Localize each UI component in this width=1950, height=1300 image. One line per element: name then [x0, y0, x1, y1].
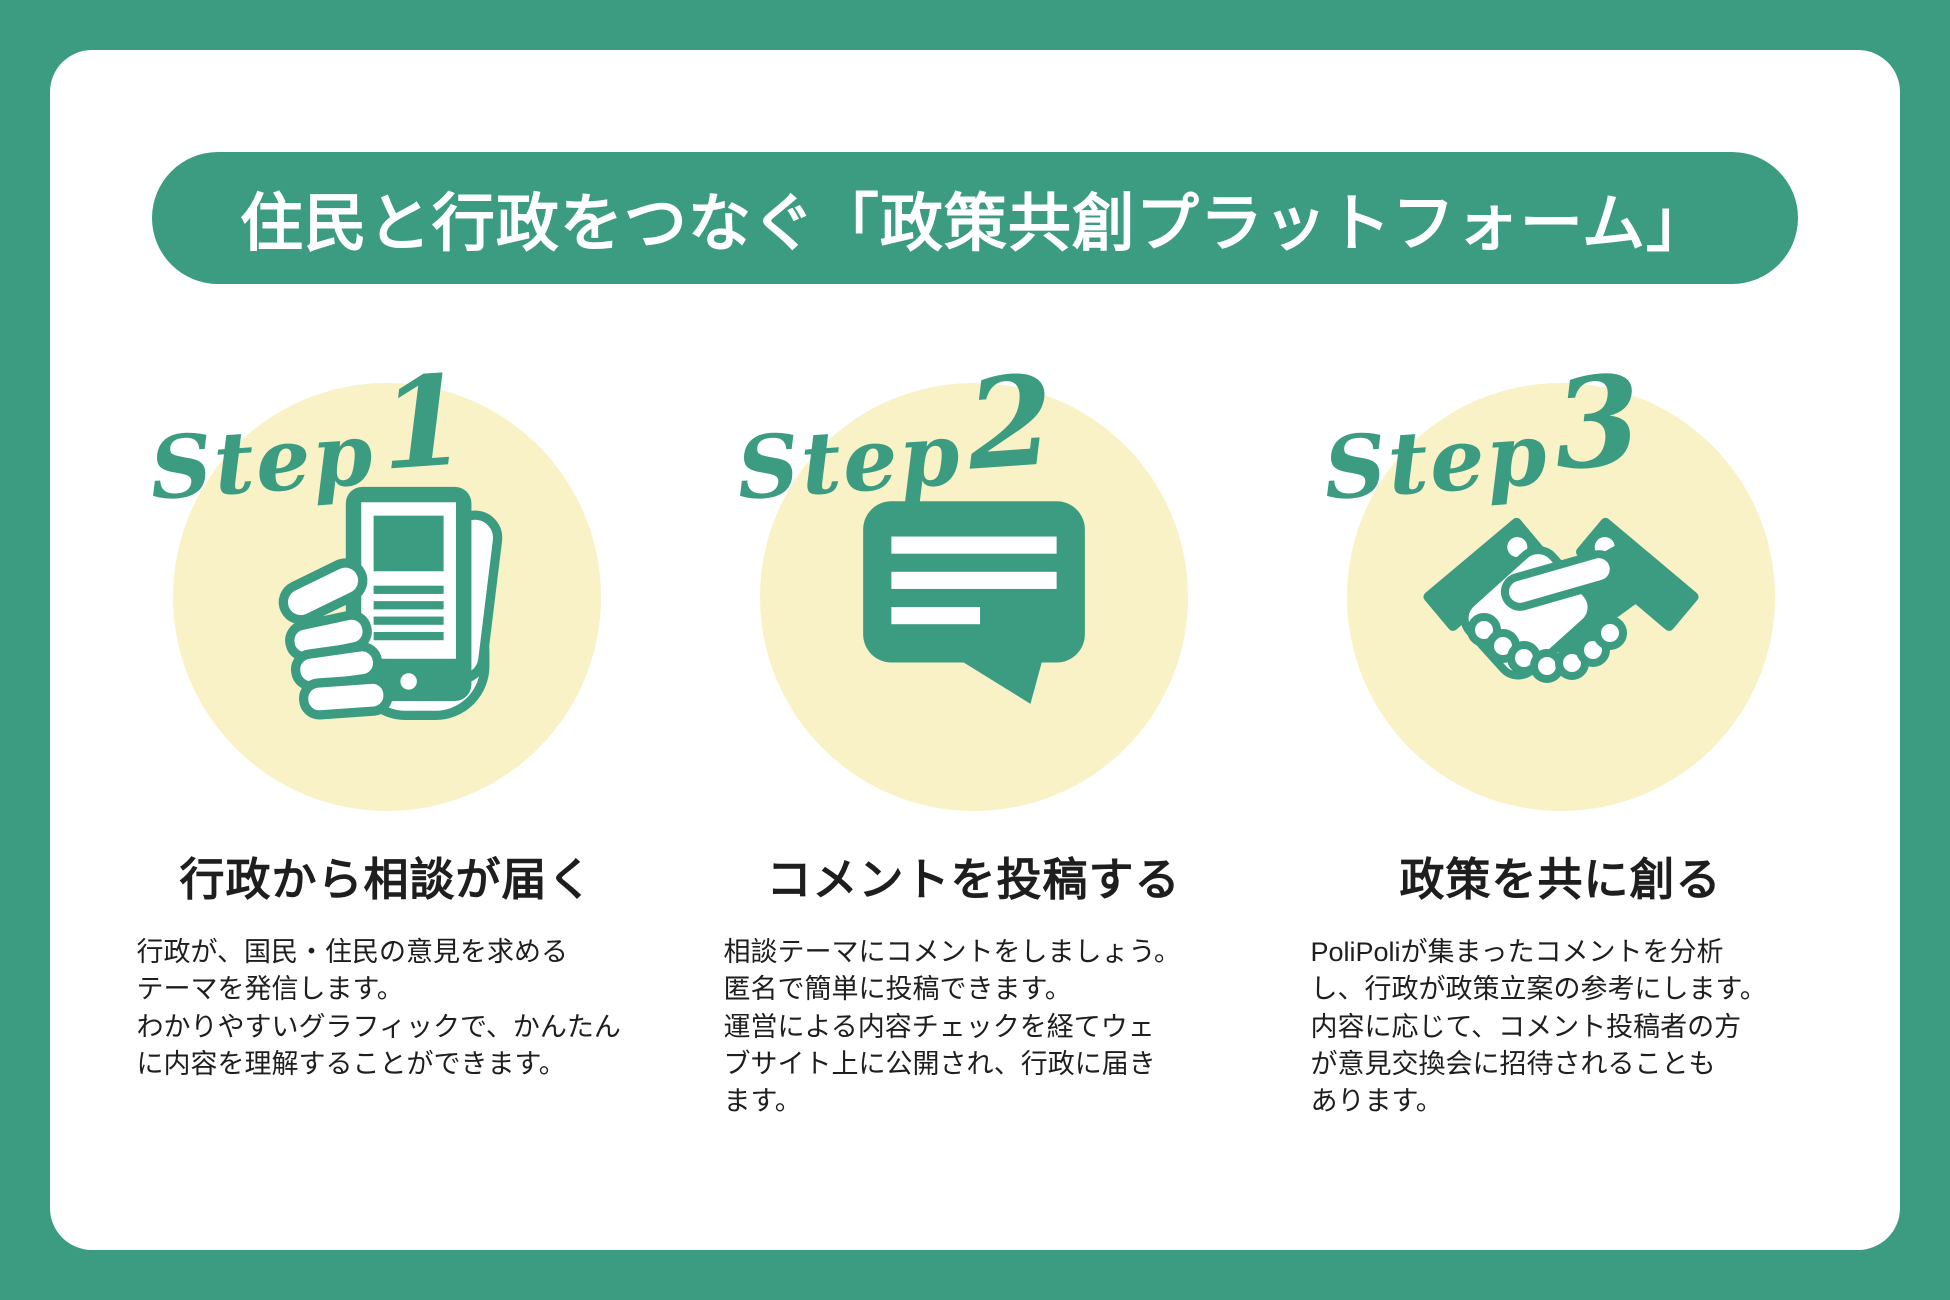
speech-bubble-icon — [862, 501, 1085, 704]
step-1-label-number: 1 — [375, 348, 472, 499]
step-2-label: Step2 — [730, 348, 1059, 520]
step-2-label-number: 2 — [962, 348, 1059, 499]
step-column-2: Step2 コメントを投稿する 相談テーマにコメントをしましょう。 匿名で簡単に… — [711, 345, 1236, 1120]
step-column-3: Step3 — [1298, 345, 1823, 1120]
page-title: 住民と行政をつなぐ「政策共創プラットフォーム」 — [239, 188, 1711, 259]
handshake-icon — [1422, 517, 1699, 683]
step-2-title: コメントを投稿する — [766, 854, 1181, 905]
step-1-title: 行政から相談が届く — [179, 854, 594, 905]
step-2-label-word: Step — [733, 403, 965, 520]
step-1-description: 行政が、国民・住民の意見を求める テーマを発信します。 わかりやすいグラフィック… — [136, 937, 621, 1079]
step-3-description: PoliPoliが集まったコメントを分析 し、行政が政策立案の参考にします。 内… — [1310, 937, 1767, 1116]
step-3-title: 政策を共に創る — [1399, 854, 1722, 905]
step-3-label: Step3 — [1317, 348, 1646, 520]
header-pill: 住民と行政をつなぐ「政策共創プラットフォーム」 — [152, 152, 1798, 284]
step-1-label: Step1 — [143, 348, 472, 520]
content-card: 住民と行政をつなぐ「政策共創プラットフォーム」 Step1 — [50, 50, 1900, 1250]
smartphone-in-hand-icon — [278, 486, 502, 721]
step-2-description: 相談テーマにコメントをしましょう。 匿名で簡単に投稿できます。 運営による内容チ… — [723, 937, 1181, 1116]
step-3-label-number: 3 — [1549, 348, 1646, 499]
step-3-icon-circle — [1346, 383, 1775, 811]
step-1-icon-circle — [172, 383, 601, 811]
step-1-label-word: Step — [146, 403, 378, 520]
step-3-label-word: Step — [1320, 403, 1552, 520]
steps-row: Step1 — [124, 345, 1824, 1120]
step-column-1: Step1 — [124, 345, 649, 1120]
step-2-icon-circle — [759, 383, 1188, 811]
